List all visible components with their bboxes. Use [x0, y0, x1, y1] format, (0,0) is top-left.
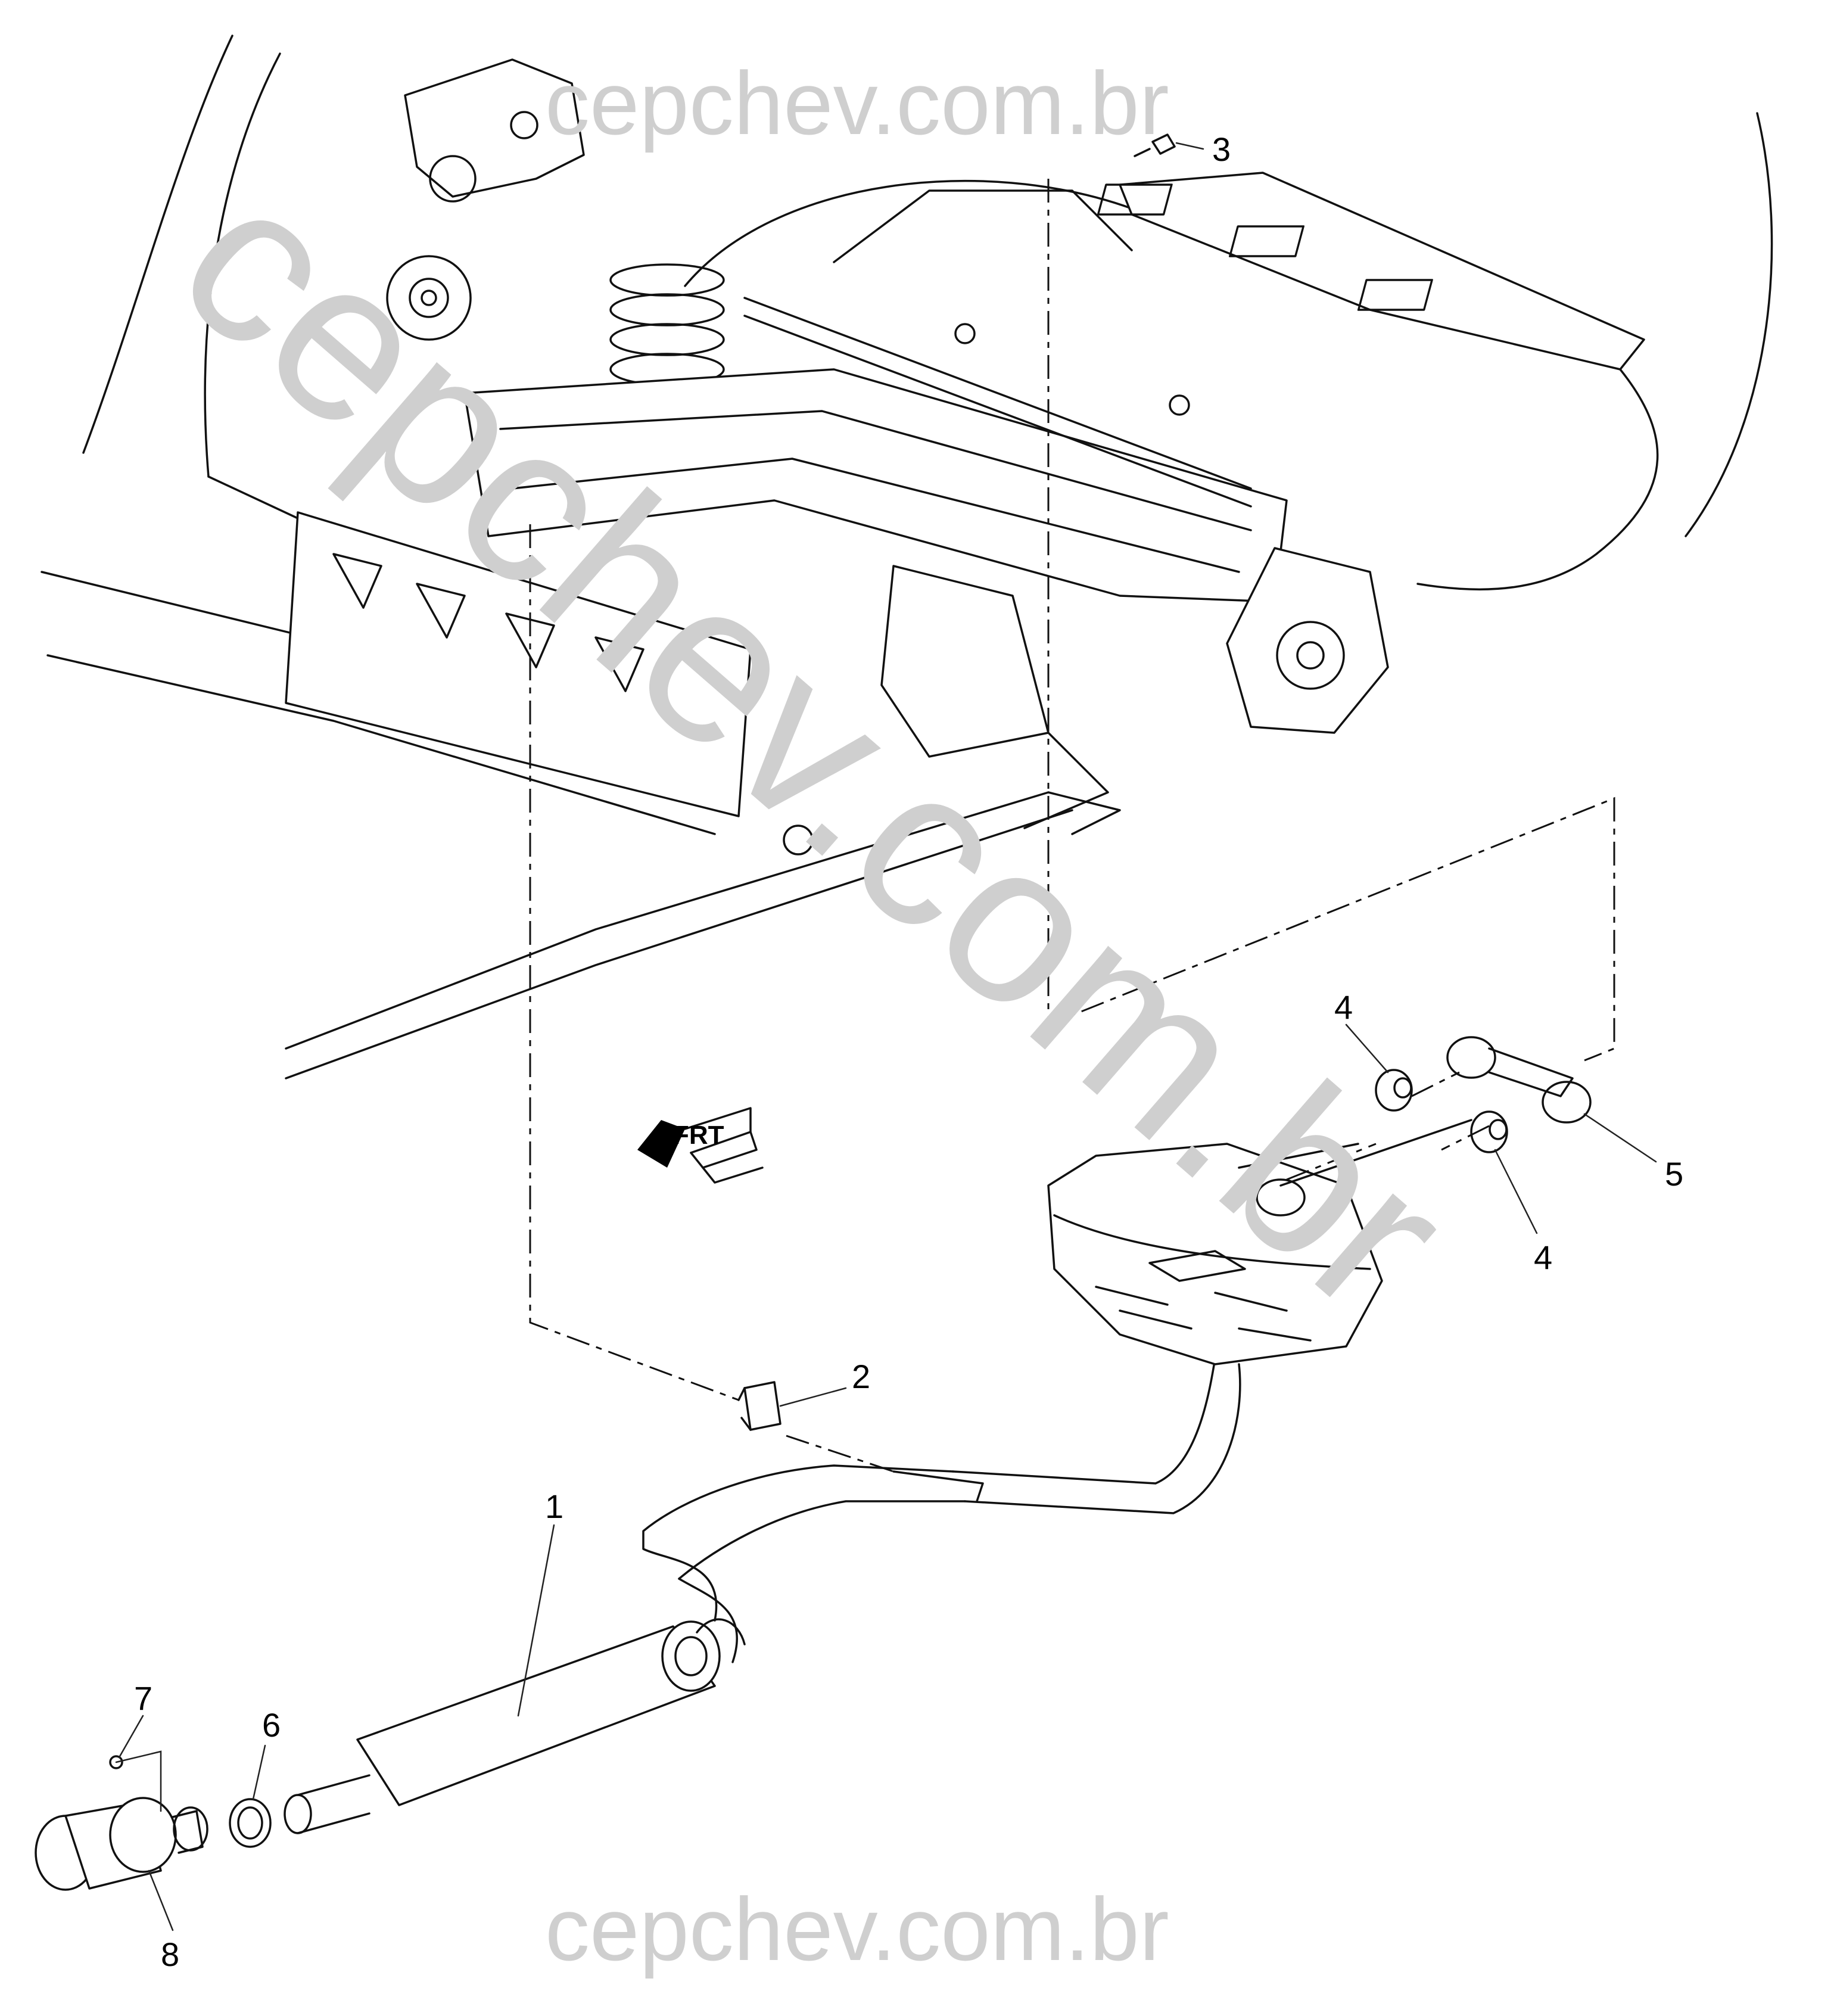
exhaust-components — [35, 133, 1592, 1891]
coil-spring — [609, 263, 725, 386]
callout-6: 6 — [262, 1706, 281, 1744]
assembly-leader-lines — [529, 179, 1615, 1473]
callout-2: 2 — [852, 1358, 870, 1395]
vehicle-underbody — [41, 35, 1773, 1079]
callout-8: 8 — [161, 1936, 179, 1973]
callout-4a: 4 — [1334, 988, 1353, 1026]
callout-leaders — [118, 142, 1657, 1931]
exhaust-hanger-insulator — [737, 1381, 781, 1431]
muffler-hanger-insulators — [1375, 1069, 1508, 1153]
watermark-top: cepchev.com.br — [545, 53, 1169, 153]
flange-gasket — [229, 1798, 272, 1848]
muffler-hanger-bracket — [1446, 1036, 1592, 1124]
front-direction-marker: FRT — [637, 1107, 764, 1184]
watermark-diagonal: cepchev.com.br — [134, 131, 1494, 1361]
catalytic-converter — [35, 1797, 208, 1891]
rear-muffler — [1047, 1119, 1472, 1365]
bolt — [1134, 133, 1176, 157]
watermark-bottom: cepchev.com.br — [545, 1879, 1169, 1979]
callout-3: 3 — [1212, 130, 1231, 168]
callout-1: 1 — [545, 1488, 563, 1525]
front-arrow-icon — [637, 1120, 685, 1168]
callout-7: 7 — [134, 1679, 152, 1717]
callout-4b: 4 — [1534, 1239, 1552, 1276]
frt-label: FRT — [673, 1121, 724, 1150]
callout-5: 5 — [1665, 1155, 1683, 1193]
callout-numbers: 1 2 3 4 4 5 6 7 8 — [134, 130, 1683, 1973]
nut — [109, 1755, 123, 1769]
intermediate-pipe-resonator — [284, 1357, 1241, 1834]
